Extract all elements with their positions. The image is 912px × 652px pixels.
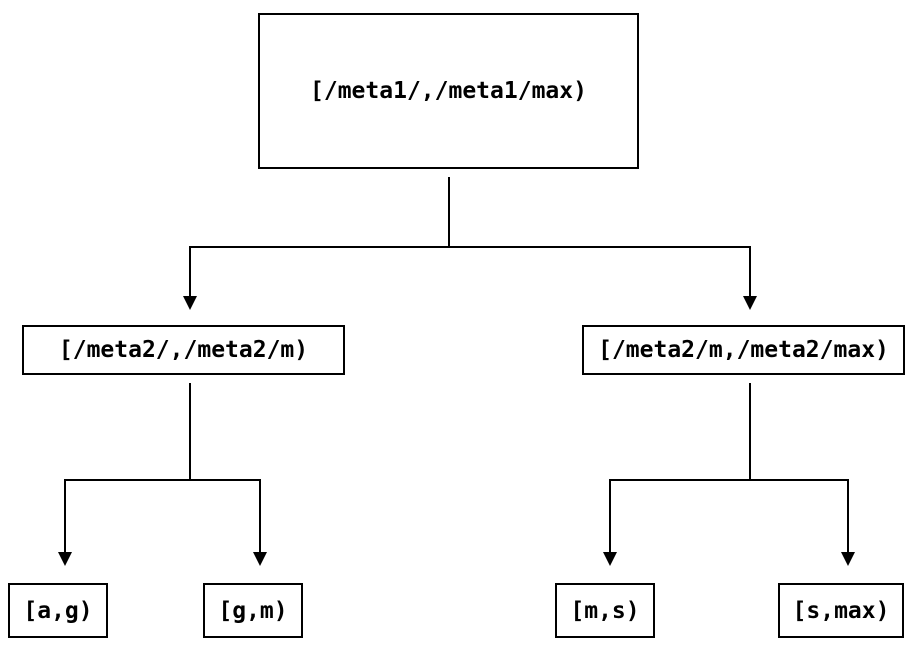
edge-root-children: [189, 177, 751, 297]
arrowheads: [58, 296, 855, 566]
node-meta2-right: [/meta2/m,/meta2/max): [582, 325, 905, 375]
node-meta2-right-label: [/meta2/m,/meta2/max): [598, 337, 889, 363]
node-leaf-ms-label: [m,s): [570, 597, 640, 624]
node-leaf-gm: [g,m): [203, 583, 303, 638]
arrow-to-right-node: [743, 296, 757, 310]
node-leaf-smax: [s,max): [778, 583, 904, 638]
node-root: [/meta1/,/meta1/max): [258, 13, 639, 169]
node-leaf-ms: [m,s): [555, 583, 655, 638]
node-meta2-left: [/meta2/,/meta2/m): [22, 325, 345, 375]
arrow-to-left-node: [183, 296, 197, 310]
node-leaf-ag-label: [a,g): [23, 597, 93, 624]
node-leaf-gm-label: [g,m): [218, 597, 288, 624]
arrow-to-leaf-ag: [58, 552, 72, 566]
edge-right-children: [609, 383, 849, 553]
node-meta2-left-label: [/meta2/,/meta2/m): [58, 337, 309, 363]
node-root-label: [/meta1/,/meta1/max): [310, 78, 587, 104]
node-leaf-smax-label: [s,max): [792, 597, 890, 624]
edge-left-children: [64, 383, 261, 553]
node-leaf-ag: [a,g): [8, 583, 108, 638]
arrow-to-leaf-ms: [603, 552, 617, 566]
arrow-to-leaf-gm: [253, 552, 267, 566]
arrow-to-leaf-smax: [841, 552, 855, 566]
